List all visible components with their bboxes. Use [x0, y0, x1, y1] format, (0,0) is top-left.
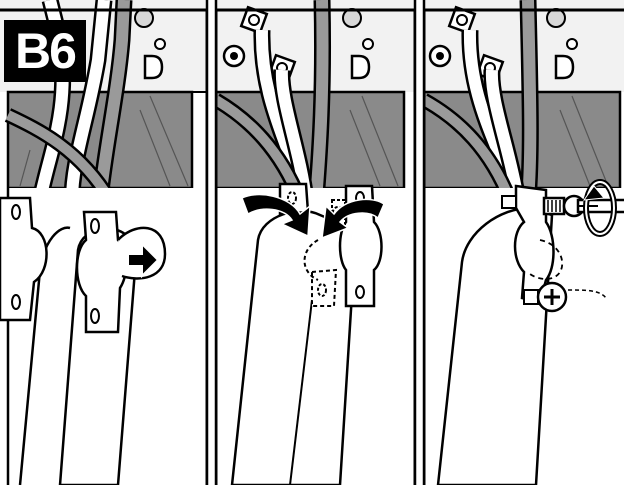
- d-slot-icon: [352, 56, 369, 78]
- bracket-hole: [135, 9, 153, 27]
- d-slot-icon: [556, 56, 573, 78]
- step-label: B6: [4, 20, 86, 82]
- panel-3: [424, 0, 624, 485]
- panel-2: [216, 0, 415, 485]
- d-slot-icon: [145, 56, 162, 78]
